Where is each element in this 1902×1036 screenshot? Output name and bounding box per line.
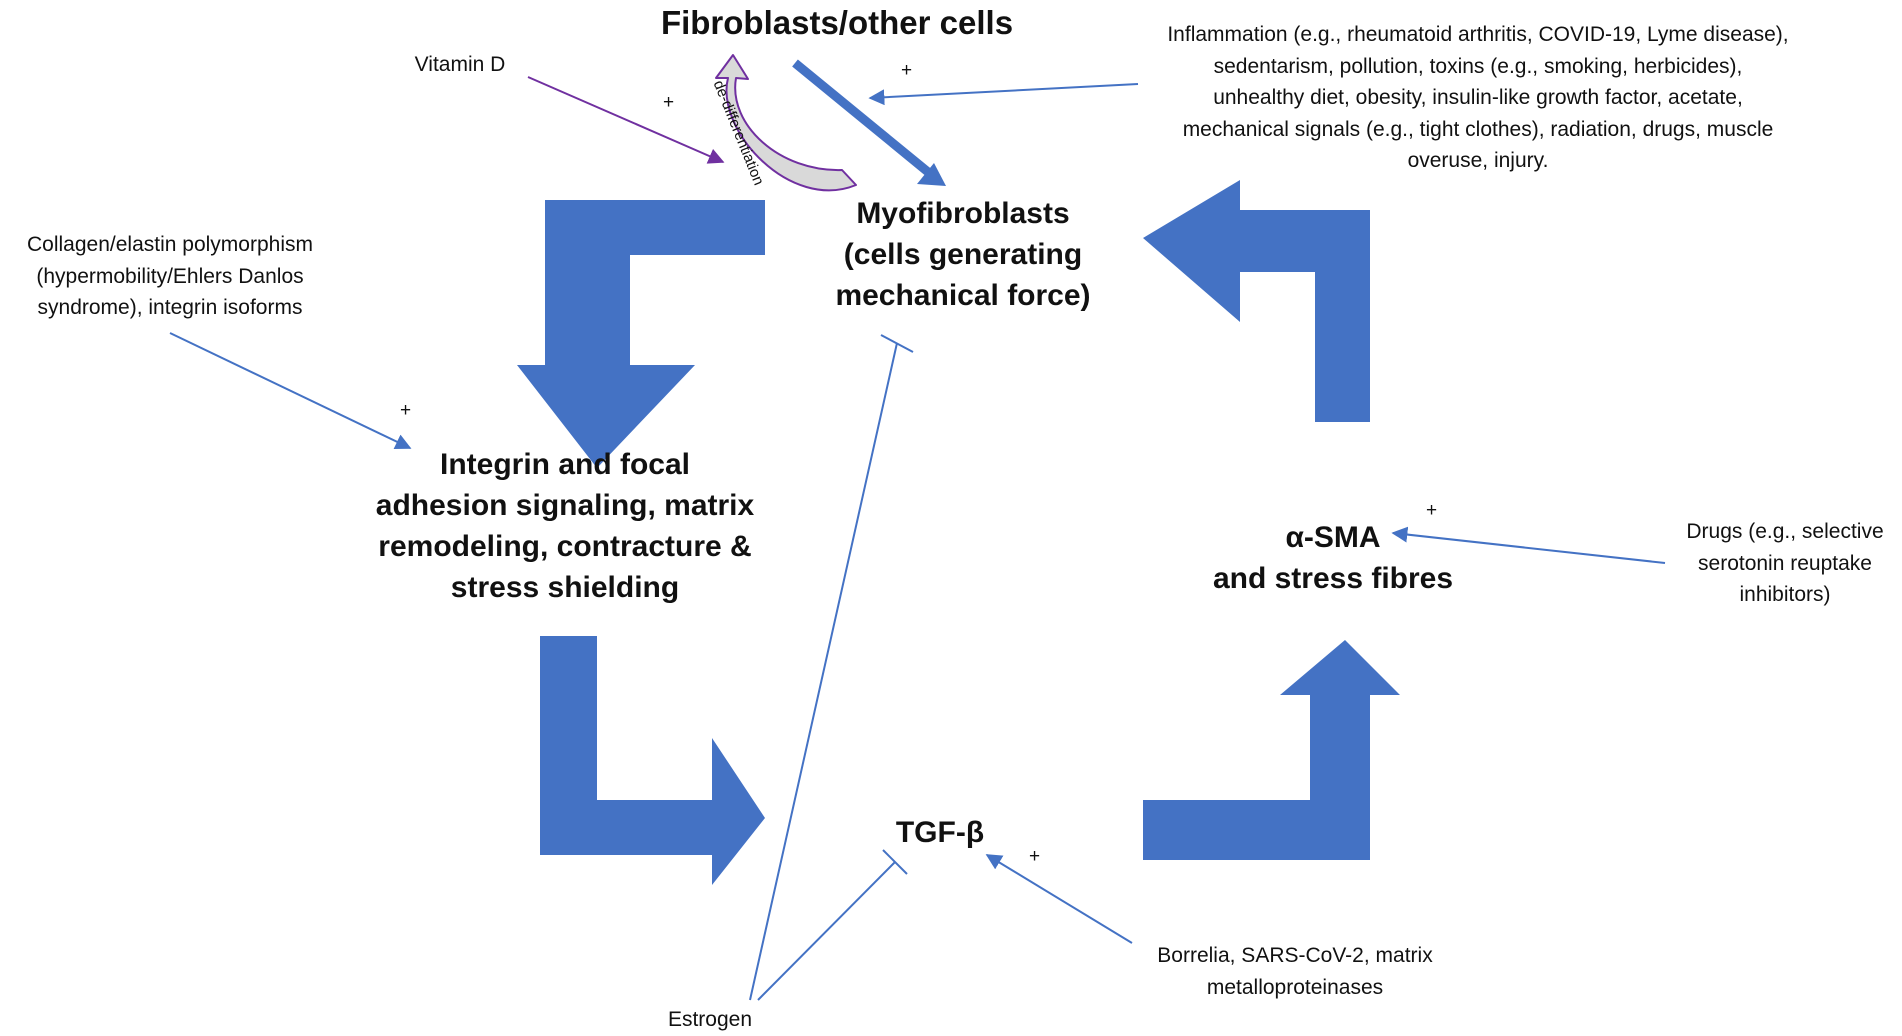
integrin-line-1: Integrin and focal — [439, 448, 691, 481]
integrin-node: Integrin and focal adhesion signaling, m… — [355, 444, 775, 608]
estrogen-label: Estrogen — [667, 1008, 753, 1031]
vitamin-d-arrow — [527, 76, 725, 164]
estrogen-inhibits-tgf-bar — [882, 849, 908, 875]
fibroblast-to-myofibroblast-arrow — [792, 59, 931, 176]
cycle-arrow-integrin-to-tgf — [540, 636, 765, 885]
inflammation-plus-sign: + — [901, 60, 913, 81]
collagen-plus-sign: + — [400, 400, 412, 421]
inflammation-line-3: unhealthy diet, obesity, insulin-like gr… — [1213, 86, 1743, 109]
estrogen-inhibits-myofibroblasts-bar — [880, 334, 914, 353]
integrin-line-3: remodeling, contracture & — [378, 530, 752, 563]
asma-line-2: and stress fibres — [1212, 562, 1454, 595]
dedifferentiation-curved-arrow — [715, 54, 857, 192]
drugs-line-3: inhibitors) — [1739, 583, 1831, 606]
inflammation-arrow — [868, 83, 1139, 106]
inflammation-line-5: overuse, injury. — [1407, 149, 1549, 172]
collagen-line-1: Collagen/elastin polymorphism — [27, 233, 313, 256]
borrelia-line-2: metalloproteinases — [1206, 975, 1384, 999]
inflammation-line-1: Inflammation (e.g., rheumatoid arthritis… — [1167, 23, 1789, 46]
estrogen-inhibits-tgf-line — [757, 861, 896, 1001]
drugs-arrow — [1391, 526, 1666, 564]
cycle-arrow-myofibroblasts-to-integrin — [517, 200, 765, 468]
collagen-line-2: (hypermobility/Ehlers Danlos — [36, 264, 304, 288]
inflammation-label: Inflammation (e.g., rheumatoid arthritis… — [1118, 19, 1838, 177]
borrelia-arrow — [985, 854, 1133, 944]
drugs-line-2: serotonin reuptake — [1698, 551, 1872, 575]
myofibroblasts-line-2: (cells generating — [843, 238, 1083, 271]
inflammation-line-2: sedentarism, pollution, toxins (e.g., sm… — [1213, 54, 1743, 78]
vitamin-d-plus-sign: + — [663, 92, 675, 113]
fibroblast-to-myofibroblast-arrowhead — [917, 163, 946, 186]
collagen-arrow — [169, 332, 412, 449]
fibroblasts-node: Fibroblasts/other cells — [660, 4, 1014, 41]
estrogen-inhibits-myofibroblasts-line — [749, 342, 898, 1001]
asma-node: α-SMA and stress fibres — [1183, 517, 1483, 599]
vitamin-d-label: Vitamin D — [414, 53, 506, 76]
tgf-beta-node: TGF-β — [895, 816, 985, 849]
collagen-label: Collagen/elastin polymorphism (hypermobi… — [0, 229, 340, 324]
borrelia-line-1: Borrelia, SARS-CoV-2, matrix — [1157, 944, 1433, 967]
myofibroblasts-line-3: mechanical force) — [835, 279, 1091, 312]
integrin-line-2: adhesion signaling, matrix — [375, 489, 755, 522]
myofibroblasts-line-1: Myofibroblasts — [856, 197, 1070, 230]
inflammation-line-4: mechanical signals (e.g., tight clothes)… — [1182, 117, 1774, 141]
borrelia-plus-sign: + — [1029, 846, 1041, 867]
integrin-line-4: stress shielding — [450, 571, 680, 604]
drugs-label: Drugs (e.g., selective serotonin reuptak… — [1665, 516, 1902, 611]
cycle-arrow-tgf-to-asma — [1143, 640, 1400, 860]
drugs-line-1: Drugs (e.g., selective — [1686, 520, 1884, 543]
myofibroblasts-node: Myofibroblasts (cells generating mechani… — [788, 193, 1138, 316]
cycle-arrow-asma-to-myofibroblasts — [1143, 180, 1370, 422]
borrelia-label: Borrelia, SARS-CoV-2, matrix metalloprot… — [1130, 940, 1460, 1003]
drugs-plus-sign: + — [1426, 500, 1438, 521]
asma-line-1: α-SMA — [1285, 521, 1381, 554]
collagen-line-3: syndrome), integrin isoforms — [37, 296, 303, 319]
